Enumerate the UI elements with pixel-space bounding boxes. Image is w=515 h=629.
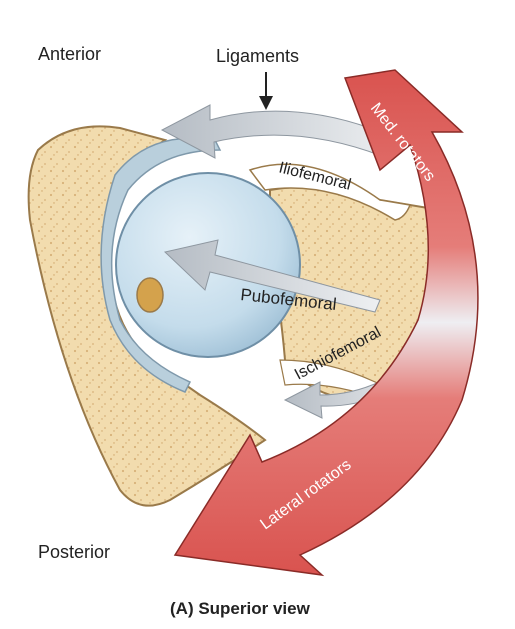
- ligaments-pointer-head: [259, 96, 273, 110]
- ligaments-label: Ligaments: [216, 46, 299, 66]
- figure-caption: (A) Superior view: [170, 599, 311, 618]
- posterior-label: Posterior: [38, 542, 110, 562]
- anterior-label: Anterior: [38, 44, 101, 64]
- fovea-capitis: [137, 278, 163, 312]
